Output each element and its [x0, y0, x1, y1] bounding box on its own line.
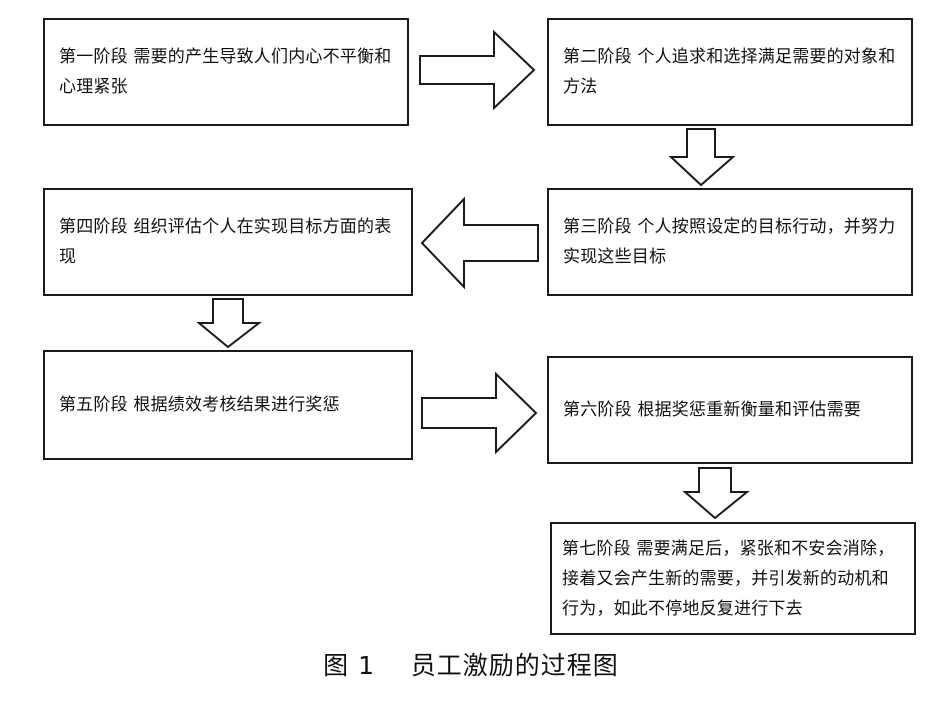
stage-4-text: 第四阶段 组织评估个人在实现目标方面的表现 [59, 217, 392, 267]
stage-2-text: 第二阶段 个人追求和选择满足需要的对象和方法 [563, 47, 896, 97]
arrow-left-icon [420, 196, 539, 290]
stage-6-text: 第六阶段 根据奖惩重新衡量和评估需要 [563, 400, 862, 420]
stage-1-box: 第一阶段 需要的产生导致人们内心不平衡和心理紧张 [43, 18, 409, 126]
arrow-right-icon [421, 371, 538, 455]
stage-5-box: 第五阶段 根据绩效考核结果进行奖惩 [43, 350, 413, 460]
stage-6-box: 第六阶段 根据奖惩重新衡量和评估需要 [547, 356, 913, 464]
stage-2-box: 第二阶段 个人追求和选择满足需要的对象和方法 [547, 18, 913, 126]
stage-3-box: 第三阶段 个人按照设定的目标行动，并努力实现这些目标 [547, 188, 913, 296]
stage-4-box: 第四阶段 组织评估个人在实现目标方面的表现 [43, 188, 413, 296]
arrow-down-icon [682, 467, 750, 520]
arrow-right-icon [419, 29, 536, 111]
stage-7-text: 第七阶段 需要满足后，紧张和不安会消除，接着又会产生新的需要，并引发新的动机和行… [562, 538, 895, 619]
stage-5-text: 第五阶段 根据绩效考核结果进行奖惩 [59, 395, 340, 415]
stage-7-box: 第七阶段 需要满足后，紧张和不安会消除，接着又会产生新的需要，并引发新的动机和行… [550, 522, 916, 635]
arrow-down-icon [196, 298, 262, 349]
figure-caption: 图 1 员工激励的过程图 [323, 651, 619, 680]
stage-1-text: 第一阶段 需要的产生导致人们内心不平衡和心理紧张 [59, 47, 392, 97]
arrow-down-icon [668, 128, 736, 187]
stage-3-text: 第三阶段 个人按照设定的目标行动，并努力实现这些目标 [563, 217, 896, 267]
